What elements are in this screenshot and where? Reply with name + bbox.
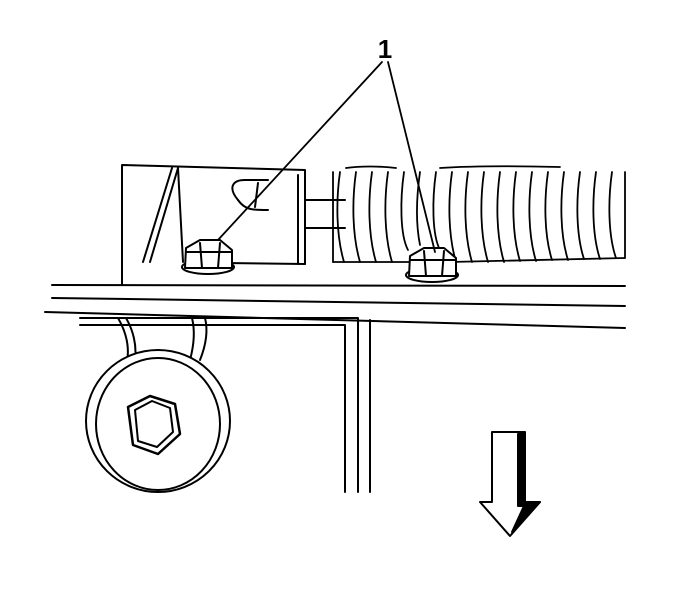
frame-rail	[44, 284, 626, 329]
mounting-bolt	[405, 247, 459, 283]
arrow-down-icon	[479, 431, 541, 537]
idler-pulley	[85, 349, 231, 493]
coil-spring	[332, 165, 626, 263]
mounting-bracket	[121, 164, 346, 286]
mounting-bolt	[181, 239, 235, 275]
callout-leader-lines	[217, 61, 436, 253]
hex-bolt-center	[126, 394, 182, 456]
frame-upright	[79, 317, 371, 493]
callout-label-1: 1	[378, 34, 392, 64]
